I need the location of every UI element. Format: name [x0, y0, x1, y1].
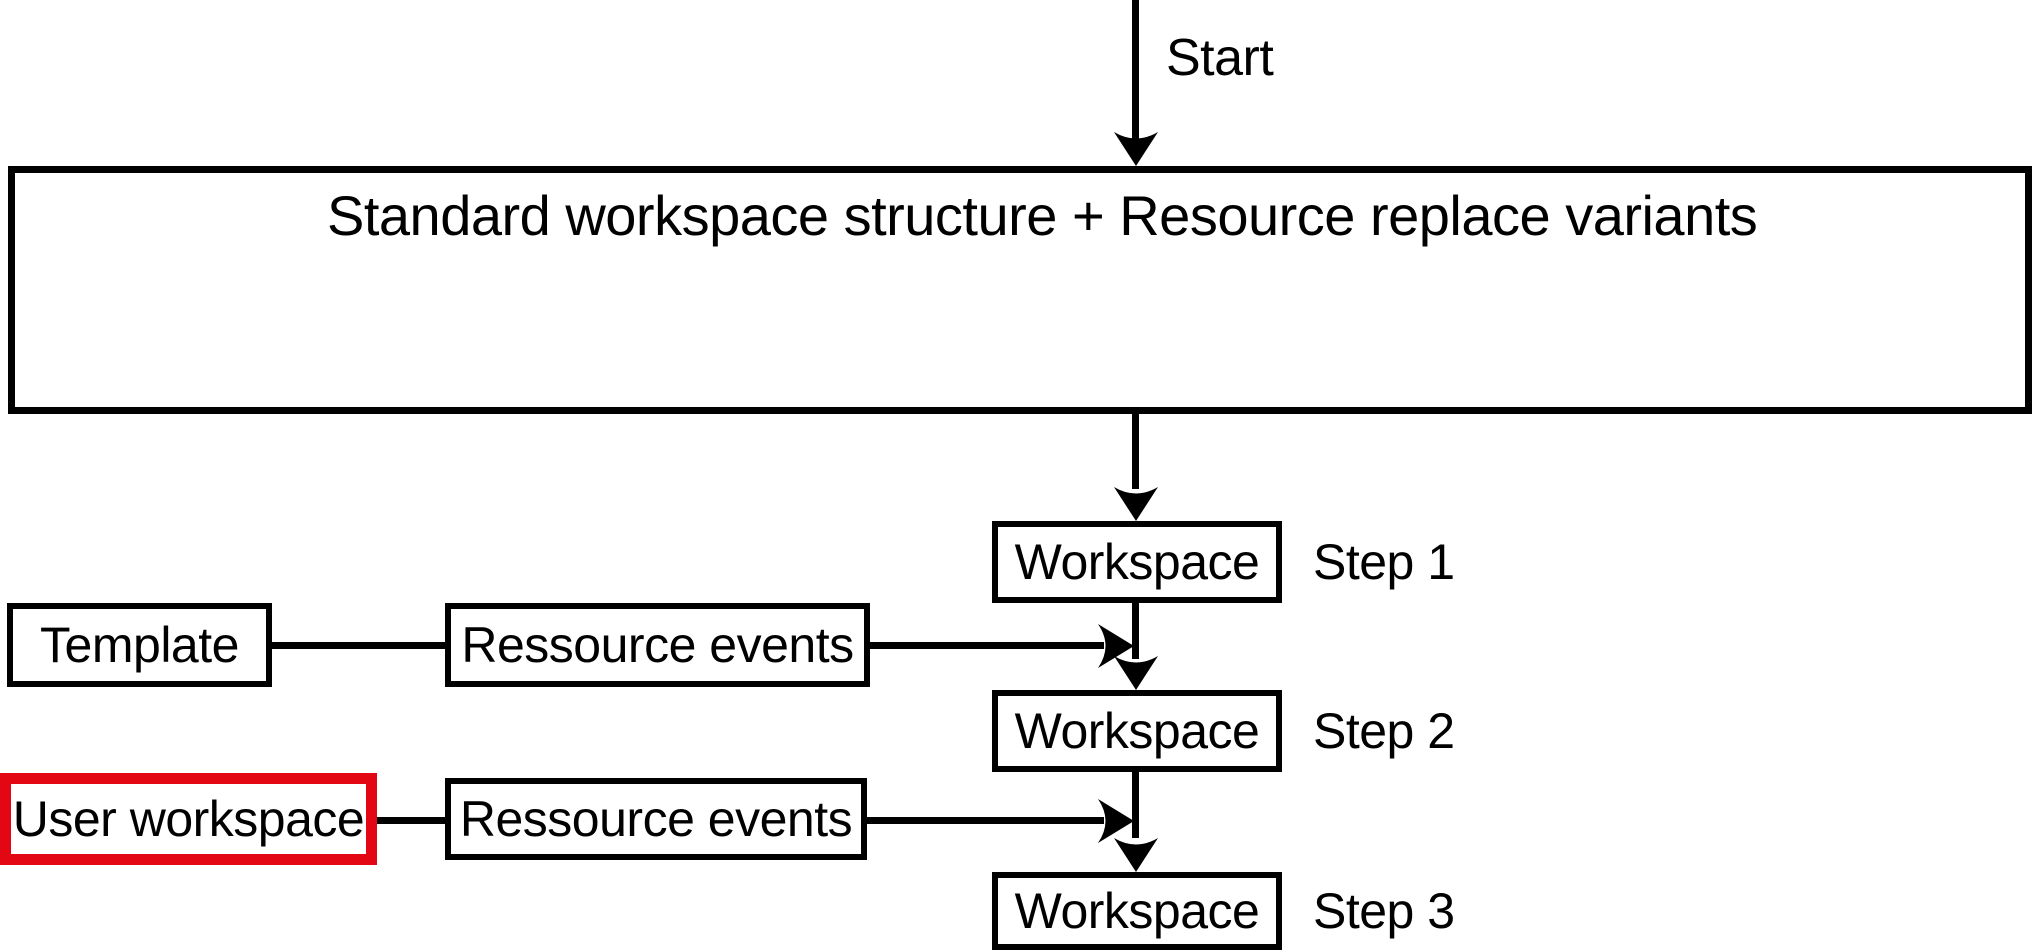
arrowhead-down-icon [1114, 838, 1158, 872]
step2-label: Step 2 [1313, 703, 1455, 759]
workspace-box-label: Workspace [1014, 534, 1260, 590]
start-arrow-line [1132, 0, 1139, 140]
main-structure-box: Standard workspace structure + Resource … [8, 166, 2032, 414]
resource-events-box-2: Ressource events [445, 778, 867, 860]
resource-events-box-1: Ressource events [445, 603, 870, 687]
workspace-box-label: Workspace [1014, 703, 1260, 759]
start-label: Start [1166, 29, 1274, 87]
workspace-box-step1: Workspace [992, 521, 1282, 603]
template-box-label: Template [40, 617, 239, 673]
arrowhead-right-icon [1098, 624, 1134, 668]
resource-events-label: Ressource events [461, 617, 854, 673]
arrow-line [1132, 772, 1139, 838]
connector-line [272, 642, 445, 649]
arrow-line [1132, 603, 1139, 659]
user-workspace-label: User workspace [12, 791, 365, 847]
connector-line [377, 817, 445, 824]
workspace-box-step3: Workspace [992, 872, 1282, 950]
arrow-line [870, 642, 1104, 649]
template-box: Template [7, 603, 272, 687]
user-workspace-box: User workspace [0, 773, 377, 865]
resource-events-label: Ressource events [459, 791, 853, 847]
step3-label: Step 3 [1313, 883, 1455, 939]
arrowhead-down-icon [1114, 656, 1158, 690]
arrowhead-right-icon [1098, 799, 1134, 843]
arrowhead-down-icon [1114, 132, 1158, 166]
arrow-line [1132, 414, 1139, 489]
arrow-line [867, 817, 1104, 824]
step1-label: Step 1 [1313, 534, 1455, 590]
arrowhead-down-icon [1114, 487, 1158, 521]
workspace-box-label: Workspace [1014, 883, 1260, 939]
workspace-box-step2: Workspace [992, 690, 1282, 772]
main-structure-title: Standard workspace structure + Resource … [327, 184, 1758, 247]
